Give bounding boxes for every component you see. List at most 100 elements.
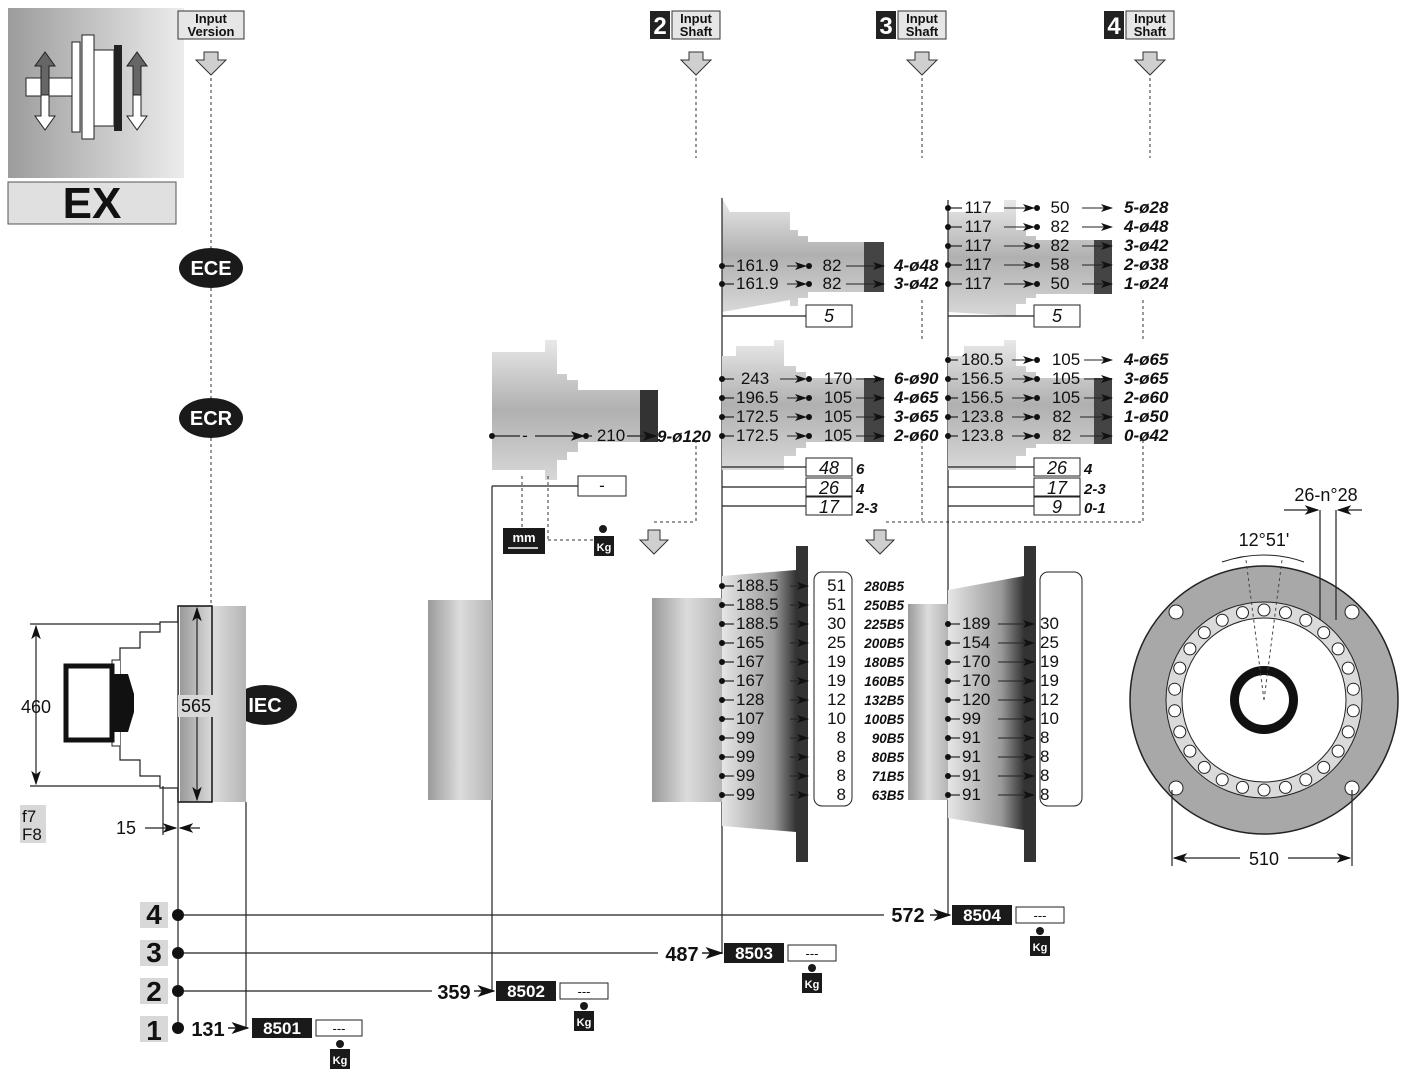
stage-code: 8501: [263, 1019, 301, 1038]
mm-icon: mm: [503, 528, 545, 554]
stage-length: 359: [437, 982, 470, 1004]
iec-size: 160B5: [864, 674, 904, 689]
iec-size: 225B5: [863, 617, 904, 632]
dim-a: 188.5: [736, 576, 779, 595]
stage-row-4: 4 572 8504 --- Kg: [140, 899, 1065, 956]
dim-b: 170: [824, 369, 852, 388]
bolt-hole: [1317, 760, 1331, 774]
stage-code: 8502: [507, 982, 545, 1001]
svg-text:ECR: ECR: [190, 408, 233, 430]
stage-code: 8504: [963, 906, 1001, 925]
header-line1: Input: [906, 11, 938, 26]
bolt-hole: [1279, 780, 1292, 794]
bolt-hole: [1331, 642, 1345, 656]
dim-a: 180.5: [961, 350, 1004, 369]
dim-n: 8: [1040, 785, 1049, 804]
dim-row: 156.5 105 3-ø65: [945, 369, 1169, 388]
dim-row: 243 170 6-ø90: [719, 369, 939, 388]
dim-a: 167: [736, 652, 764, 671]
dim-a: 161.9: [736, 274, 779, 293]
shaft-code: 3-ø65: [894, 407, 939, 426]
bolt-hole: [1183, 642, 1197, 656]
dim-n: 10: [1040, 709, 1059, 728]
dim-a: 170: [962, 671, 990, 690]
dim-n: 8: [837, 747, 846, 766]
svg-text:ECE: ECE: [190, 258, 231, 280]
dim-a: 117: [964, 274, 991, 293]
box-value: 26: [1046, 458, 1068, 478]
dim-n: 51: [827, 595, 846, 614]
dim-a: 91: [962, 747, 981, 766]
header-input-shaft-4: 4 Input Shaft: [1104, 10, 1175, 76]
shaft2-upper-drawing: [722, 198, 884, 312]
kg-icon: Kg: [574, 1002, 594, 1031]
stage-number: 1: [146, 1015, 162, 1046]
dim-a: 91: [962, 766, 981, 785]
flange-view-drawing: [1129, 559, 1399, 835]
dim-n: 8: [837, 766, 846, 785]
dim-b: 105: [824, 388, 852, 407]
header-input-shaft-2: 2 Input Shaft: [650, 10, 721, 76]
down-arrow-icon: [905, 51, 939, 76]
bolt-hole: [1173, 725, 1187, 739]
bolt-hole: [1279, 606, 1292, 620]
tolerance-F8: F8: [22, 825, 42, 844]
dim-b: 105: [824, 407, 852, 426]
bolt-hole: [1236, 606, 1249, 620]
dim-row: 161.9 82 4-ø48: [719, 256, 939, 275]
dim-row: 180.5 105 4-ø65: [945, 350, 1169, 369]
dim-row: 123.8 82 1-ø50: [945, 407, 1169, 426]
dim-a: 172.5: [736, 426, 779, 445]
dim-a: 107: [736, 709, 764, 728]
logo-text: EX: [63, 179, 122, 228]
dim-a: 172.5: [736, 407, 779, 426]
dim-a: 117: [964, 198, 991, 217]
dim-a: 99: [736, 728, 755, 747]
dim-a: 161.9: [736, 256, 779, 275]
dim-a: 91: [962, 785, 981, 804]
dim-row: 172.5 105 3-ø65: [719, 407, 939, 426]
dim-a: 188.5: [736, 614, 779, 633]
stage-row-1: 1 131 8501 --- Kg: [140, 1015, 363, 1069]
dim-a: 165: [736, 633, 764, 652]
tolerance-f7: f7: [22, 807, 36, 826]
svg-text:Kg: Kg: [597, 542, 612, 554]
stage-row-2: 2 359 8502 --- Kg: [140, 976, 609, 1031]
stage-number: 2: [146, 976, 162, 1007]
dim-a: 154: [962, 633, 990, 652]
header-line2: Shaft: [1134, 24, 1167, 39]
dim-n: 51: [827, 576, 846, 595]
flange-angle: 12°51': [1239, 530, 1290, 550]
header-line2: Shaft: [906, 24, 939, 39]
iec-size: 90B5: [872, 731, 905, 746]
shaft-code: 1-ø24: [1124, 274, 1169, 293]
dim-15: 15: [116, 818, 136, 838]
stage-weight: ---: [333, 1021, 346, 1036]
product-logo: EX: [7, 8, 184, 228]
bolt-hole: [1215, 773, 1229, 787]
stage-weight: ---: [578, 984, 591, 999]
bolt-hole: [1168, 682, 1182, 696]
svg-text:mm: mm: [512, 530, 535, 545]
dim-b: 82: [1051, 236, 1070, 255]
down-arrow-icon: [679, 51, 713, 76]
shaft1-dim-a: -: [522, 426, 528, 445]
iec-left-bracket: [813, 571, 853, 807]
shaft-code: 3-ø42: [894, 274, 939, 293]
stage-length: 487: [665, 944, 698, 966]
shaft-code: 4-ø65: [1123, 350, 1169, 369]
bolt-hole: [1173, 661, 1187, 675]
shaft2-lower-table: 243 170 6-ø90 196.5 105 4-ø65 172.5 105 …: [719, 369, 939, 517]
box-label: 2-3: [855, 500, 878, 517]
dim-row: 161.9 82 3-ø42: [719, 274, 939, 293]
dim-a: 196.5: [736, 388, 779, 407]
bolt-hole: [1183, 744, 1197, 758]
